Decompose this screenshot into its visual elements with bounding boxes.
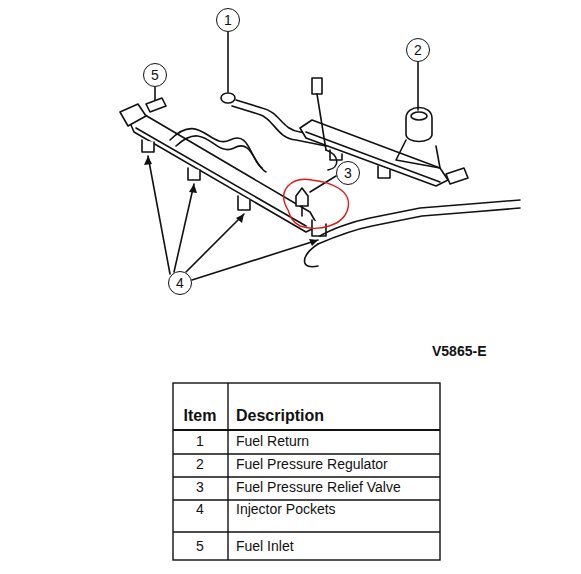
callout-circle: 1 [216, 8, 240, 32]
callout-number: 1 [224, 13, 232, 27]
callout-circle: 2 [406, 38, 430, 62]
callout-number: 2 [414, 43, 422, 57]
part-name: Fuel Inlet [236, 539, 294, 554]
figure-code: V5865-E [432, 344, 486, 359]
part-name: Fuel Pressure Relief Valve [236, 480, 401, 495]
item-number: 2 [196, 457, 204, 472]
callout-circle: 4 [168, 271, 192, 295]
item-number: 1 [196, 434, 204, 449]
callout-number: 4 [176, 276, 184, 290]
callout-circle: 5 [143, 63, 167, 87]
callout-number: 3 [344, 166, 352, 180]
item-number: 3 [196, 480, 204, 495]
callout-circle: 3 [336, 161, 360, 185]
column-header: Description [236, 407, 324, 425]
item-number: 4 [196, 502, 204, 517]
callout-number: 5 [151, 68, 159, 82]
column-header: Item [184, 407, 217, 425]
part-name: Fuel Return [236, 434, 309, 449]
item-number: 5 [196, 539, 204, 554]
part-name: Fuel Pressure Regulator [236, 457, 388, 472]
part-name: Injector Pockets [236, 502, 336, 517]
